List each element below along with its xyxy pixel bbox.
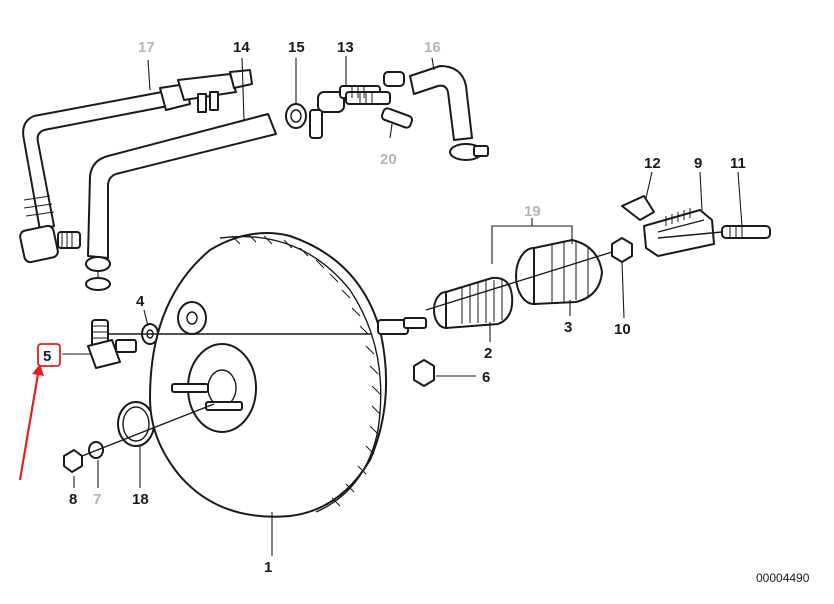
callout-19: 19 [524,203,541,220]
hose-14[interactable] [85,113,277,291]
callout-4: 4 [136,293,145,310]
callout-10: 10 [614,321,631,338]
callout-9: 9 [694,155,702,172]
clamp-15[interactable] [285,103,307,129]
callout-3: 3 [564,319,572,336]
callout-5: 5 [43,348,51,365]
callout-7: 7 [93,491,101,508]
document-number: 00004490 [756,571,810,585]
callout-8: 8 [69,491,77,508]
clip-12[interactable] [621,195,655,221]
callout-14: 14 [233,39,250,56]
callout-18: 18 [132,491,149,508]
pin-11[interactable] [721,225,771,239]
boot-3[interactable] [515,239,603,305]
nut-6[interactable] [413,359,435,387]
check-valve-5[interactable] [87,319,137,369]
filter-2[interactable] [433,276,514,329]
nut-10[interactable] [611,237,633,263]
callout-13: 13 [337,39,354,56]
leader-lines [62,56,743,556]
callout-6: 6 [482,369,490,386]
callout-15: 15 [288,39,305,56]
callout-11: 11 [730,155,746,172]
connector-13[interactable] [309,71,405,139]
callout-labels: 1 2 3 4 5 6 7 8 9 10 11 12 13 14 15 16 1… [43,39,810,585]
clevis-9[interactable] [643,208,715,257]
callout-1: 1 [264,559,272,576]
plug-20[interactable] [380,107,414,129]
callout-12: 12 [644,155,661,172]
hose-assembly-17[interactable] [19,69,253,264]
elbow-hose-16[interactable] [409,65,489,161]
seal-ring-18[interactable] [117,401,155,447]
nut-8[interactable] [63,449,83,473]
callout-16: 16 [424,39,441,56]
brake-booster-1[interactable] [149,232,427,518]
callout-17: 17 [138,39,155,56]
highlight-callout-5 [18,343,61,481]
callout-20: 20 [380,151,397,168]
callout-2: 2 [484,345,492,362]
